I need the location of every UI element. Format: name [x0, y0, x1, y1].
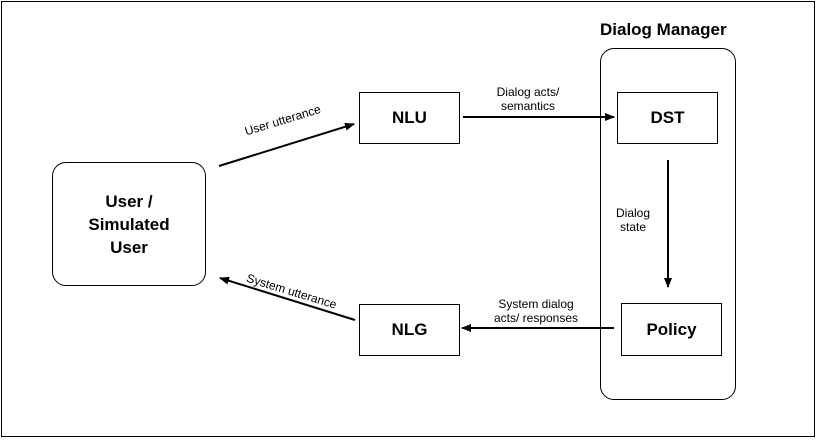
system-dialog-acts-line2: acts/ responses — [493, 311, 579, 325]
dialog-state-line2: state — [619, 220, 646, 234]
dialog-acts-label: Dialog acts/ semantics — [486, 85, 570, 113]
system-dialog-acts-line1: System dialog — [498, 297, 574, 311]
policy-label: Policy — [646, 319, 697, 339]
dialog-manager-title: Dialog Manager — [600, 20, 727, 39]
user-node-line1: User / — [105, 191, 153, 211]
nlg-to-user-arrow — [219, 276, 356, 321]
user-to-nlu-arrow — [218, 122, 355, 167]
nlu-node[interactable]: NLU — [359, 92, 460, 144]
dst-label: DST — [650, 108, 685, 127]
dialog-state-label: Dialog state — [608, 206, 658, 234]
dialog-acts-line2: semantics — [500, 99, 556, 113]
system-dialog-acts-label: System dialog acts/ responses — [480, 297, 592, 325]
nlg-node[interactable]: NLG — [359, 304, 460, 356]
nlg-label: NLG — [391, 320, 428, 339]
dialog-acts-line1: Dialog acts/ — [496, 85, 560, 99]
user-node[interactable]: User / Simulated User — [52, 162, 206, 286]
user-node-line3: User — [110, 237, 148, 257]
nlu-label: NLU — [392, 108, 427, 127]
policy-node[interactable]: Policy — [621, 303, 722, 356]
dst-node[interactable]: DST — [617, 92, 718, 144]
dialog-state-line1: Dialog — [615, 206, 651, 220]
user-node-line2: Simulated — [88, 214, 170, 234]
